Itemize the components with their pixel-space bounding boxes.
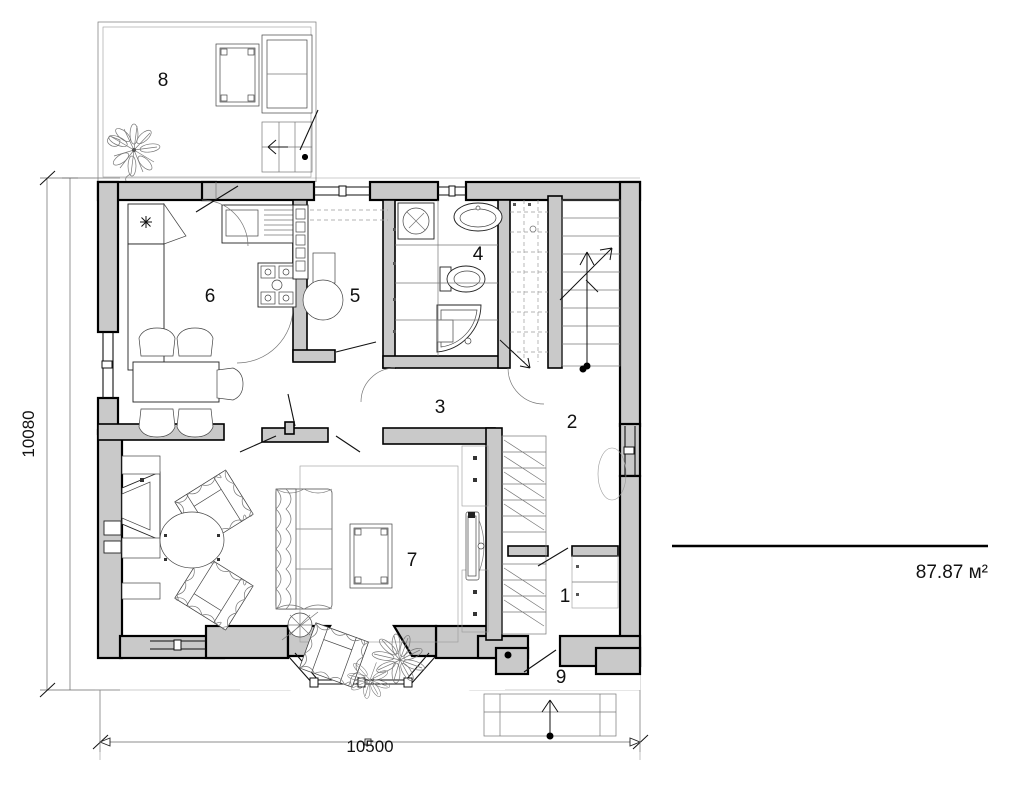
wall-int-kitchen-return — [292, 349, 336, 363]
room5-furniture — [292, 204, 388, 321]
stair-landing-grid — [499, 200, 548, 369]
shelf-upper — [121, 455, 161, 475]
window-icon-bottom — [150, 639, 206, 651]
wall-int-hall-2 — [571, 545, 619, 557]
kitchen-sink — [221, 204, 301, 244]
wall-int-living-n3 — [382, 427, 496, 445]
sofa — [275, 488, 333, 610]
side-table — [281, 611, 319, 641]
room-number-2: 2 — [567, 412, 578, 433]
tile-hatch — [393, 200, 498, 356]
terrace-area — [97, 21, 317, 184]
plant-icon — [347, 662, 390, 699]
wall-int-hall-1 — [507, 545, 549, 557]
round-table — [302, 279, 344, 321]
wall-top-2 — [200, 180, 316, 202]
plant-icon — [107, 123, 161, 184]
wall-int-living-n2 — [261, 427, 329, 443]
wash-basin — [453, 202, 503, 232]
interior-walls — [97, 195, 619, 641]
doors — [302, 154, 587, 659]
room-number-8: 8 — [158, 70, 169, 91]
room-number-9: 9 — [556, 667, 567, 688]
terrace-table — [215, 43, 260, 107]
door-swing-icon-kitchen2 — [236, 306, 294, 364]
wall-int-bath-right — [497, 199, 511, 369]
wall-bay-right — [392, 624, 438, 658]
dining-chair — [176, 327, 214, 357]
wall-right-upper — [618, 180, 642, 428]
window-icon-top-1 — [314, 185, 370, 197]
wall-porch-right — [594, 646, 642, 676]
area-label: 87.87 м² — [916, 562, 988, 583]
cabinet-column — [292, 204, 309, 280]
room-number-7: 7 — [407, 550, 418, 571]
room-number-4: 4 — [473, 244, 484, 265]
window-icon-left — [101, 332, 114, 398]
plant-icon — [371, 633, 425, 684]
hall-details — [571, 555, 619, 609]
room-number-3: 3 — [435, 397, 446, 418]
tv-console — [461, 445, 489, 633]
wall-niche — [597, 447, 627, 501]
dimension-left-label: 10080 — [19, 410, 38, 457]
arrow-up-icon-porch — [541, 699, 559, 740]
room5-unit — [312, 252, 336, 284]
terrace-bench — [261, 34, 313, 114]
area-callout: 87.87 м² — [672, 544, 988, 583]
staircase-lower — [501, 435, 547, 635]
living-room-furniture — [103, 445, 627, 699]
door-swing-icon-hall — [507, 367, 545, 405]
window-icon-top-2 — [438, 185, 466, 197]
bathroom-fixtures — [393, 200, 548, 369]
armchair — [299, 622, 369, 688]
wall-top-3 — [368, 180, 440, 202]
dimension-left: 10080 — [19, 170, 120, 698]
kitchen-stove — [257, 262, 297, 308]
fridge — [127, 202, 187, 245]
kitchen-furniture — [127, 199, 301, 438]
coffee-table — [159, 511, 225, 569]
room-number-5: 5 — [350, 286, 361, 307]
room-number-6: 6 — [205, 286, 216, 307]
toilet — [439, 265, 486, 293]
window-icon-right — [623, 426, 636, 476]
dining-chair — [216, 367, 244, 401]
porch-steps — [483, 693, 617, 740]
snowflake-icon — [140, 216, 152, 228]
wall-int-living-e — [485, 427, 503, 641]
area-rug — [299, 465, 459, 643]
terrace-steps — [261, 121, 313, 173]
wall-door-jamb — [284, 421, 295, 435]
armchair — [174, 553, 254, 631]
wall-int-bath-left — [382, 199, 396, 369]
wall-porch-left — [494, 646, 530, 676]
washing-machine — [397, 202, 435, 240]
shelf-lower — [121, 537, 161, 559]
leader-lines — [195, 109, 569, 673]
dining-chair — [138, 408, 176, 438]
door-swing-icon-kitchen — [201, 199, 249, 247]
room-number-1: 1 — [560, 586, 571, 607]
wall-int-stair — [547, 195, 563, 369]
dining-table — [132, 327, 244, 438]
room-numbers: 1 2 3 4 5 6 7 8 9 — [158, 70, 578, 688]
wall-left-upper — [96, 180, 120, 334]
dining-chair — [176, 408, 214, 438]
door-swing-icon-bath — [360, 367, 396, 403]
dining-chair — [138, 327, 176, 357]
dimension-bottom-label: 10500 — [346, 737, 393, 756]
wall-int-bath-bottom — [382, 355, 509, 369]
wall-bottom-step1 — [204, 624, 290, 660]
fireplace — [103, 471, 161, 554]
